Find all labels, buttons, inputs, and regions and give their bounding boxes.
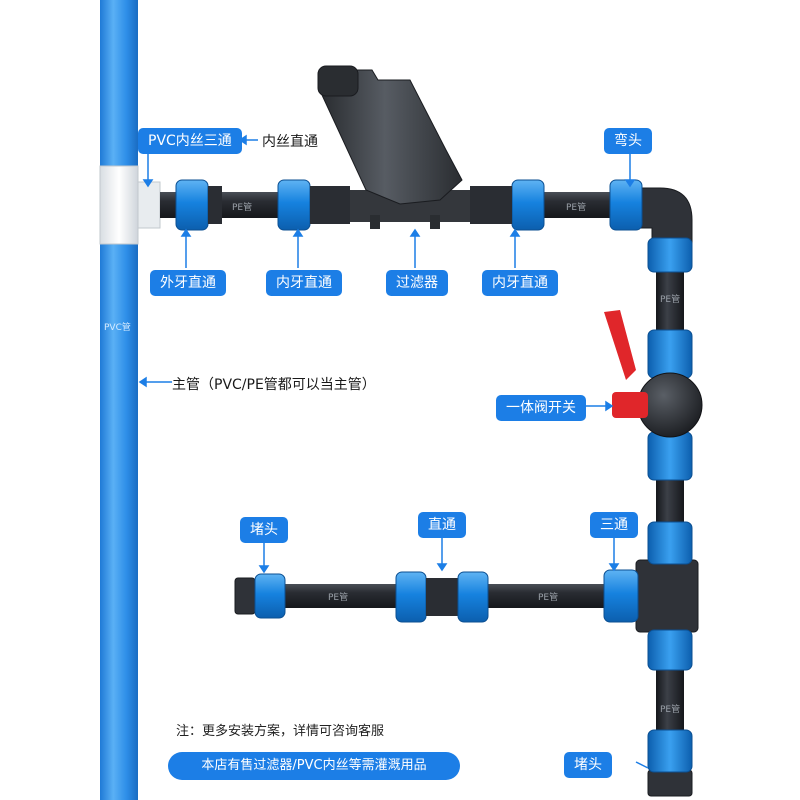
pipe-text-pe-bottom-right: PE管 — [538, 591, 558, 603]
label-outer-tooth-straight: 外牙直通 — [150, 270, 226, 296]
label-straight-coupling: 直通 — [418, 512, 466, 538]
pe-pipe-vertical — [656, 240, 684, 780]
label-end-cap-left: 堵头 — [240, 517, 288, 543]
filter-body — [317, 65, 470, 229]
end-cap-bottom-cap — [647, 769, 693, 797]
fittings-bottom — [254, 569, 639, 623]
label-tee: 三通 — [590, 512, 638, 538]
label-filter: 过滤器 — [386, 270, 448, 296]
pvc-main-pipe — [100, 0, 138, 800]
pvc-tee-branch — [137, 181, 161, 229]
pipe-text-pe-vertical-2: PE管 — [660, 703, 680, 715]
tee-fitting — [635, 559, 699, 633]
pvc-tee-body — [99, 165, 139, 245]
pipe-text-pe-top: PE管 — [232, 201, 252, 213]
label-inner-tooth-straight-2: 内牙直通 — [482, 270, 558, 296]
end-cap-left-cap — [234, 577, 256, 615]
pipe-text-pe-bottom-left: PE管 — [328, 591, 348, 603]
ball-valve — [604, 310, 703, 438]
label-elbow: 弯头 — [604, 128, 652, 154]
label-end-cap-bottom: 堵头 — [564, 752, 612, 778]
pipe-text-pe-right: PE管 — [566, 201, 586, 213]
label-main-pipe: 主管（PVC/PE管都可以当主管） — [172, 377, 376, 393]
shop-banner: 本店有售过滤器/PVC内丝等需灌溉用品 — [168, 752, 460, 780]
pipe-text-pvc: PVC管 — [104, 321, 131, 333]
label-inner-tooth-straight-1: 内牙直通 — [266, 270, 342, 296]
label-pvc-inner-tee: PVC内丝三通 — [138, 128, 242, 154]
fittings-vertical — [647, 237, 693, 773]
pipe-text-pe-vertical: PE管 — [660, 293, 680, 305]
pointer-lines — [138, 134, 649, 769]
label-ball-valve: 一体阀开关 — [496, 395, 586, 421]
label-inner-thread-straight: 内丝直通 — [262, 134, 318, 150]
fittings-top — [175, 179, 643, 231]
install-note: 注：更多安装方案，详情可咨询客服 — [176, 724, 385, 739]
